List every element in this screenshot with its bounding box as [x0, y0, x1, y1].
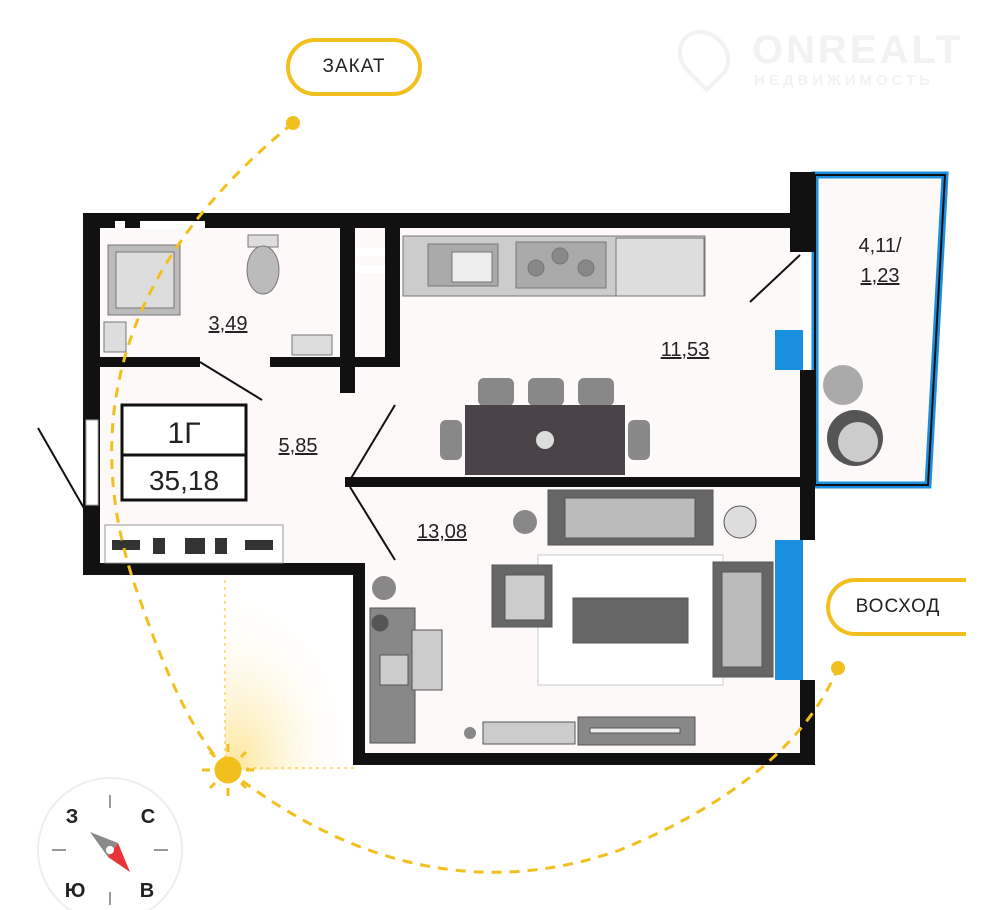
- compass-east: В: [140, 880, 154, 902]
- kitchen-counter: [402, 235, 706, 297]
- apartment-type: 1Г: [168, 417, 201, 450]
- plant-icon: [372, 510, 537, 739]
- living-furniture: [369, 489, 774, 746]
- apartment-total-area: 35,18: [149, 465, 219, 496]
- dining-table: [440, 378, 650, 475]
- room-area-hallway: 5,85: [279, 435, 318, 457]
- window: [775, 540, 803, 680]
- watermark-tagline: НЕДВИЖИМОСТЬ: [754, 72, 935, 89]
- compass-north: С: [141, 806, 155, 828]
- walls: [83, 172, 815, 765]
- room-area-kitchen: 11,53: [661, 339, 710, 361]
- room-area-balcony-reduced: 1,23: [861, 265, 900, 287]
- sunrise-dot: [831, 661, 845, 675]
- balcony-table: [823, 365, 863, 405]
- window: [775, 330, 803, 370]
- room-area-bathroom: 3,49: [209, 313, 248, 335]
- apartment-badge: [120, 403, 248, 502]
- room-area-balcony: 4,11/: [859, 235, 902, 257]
- sun-path: [110, 121, 294, 772]
- sun-icon: [202, 744, 254, 796]
- watermark-brand: ONREALT: [752, 28, 964, 72]
- sunlight-glow: [225, 580, 355, 770]
- compass-west: З: [66, 806, 79, 828]
- sunset-label: ЗАКАТ: [286, 38, 422, 96]
- compass: З С Ю В: [37, 777, 183, 910]
- sunset-dot: [286, 116, 300, 130]
- room-area-living: 13,08: [417, 521, 467, 543]
- compass-south: Ю: [65, 880, 86, 902]
- sunrise-label: ВОСХОД: [826, 578, 966, 636]
